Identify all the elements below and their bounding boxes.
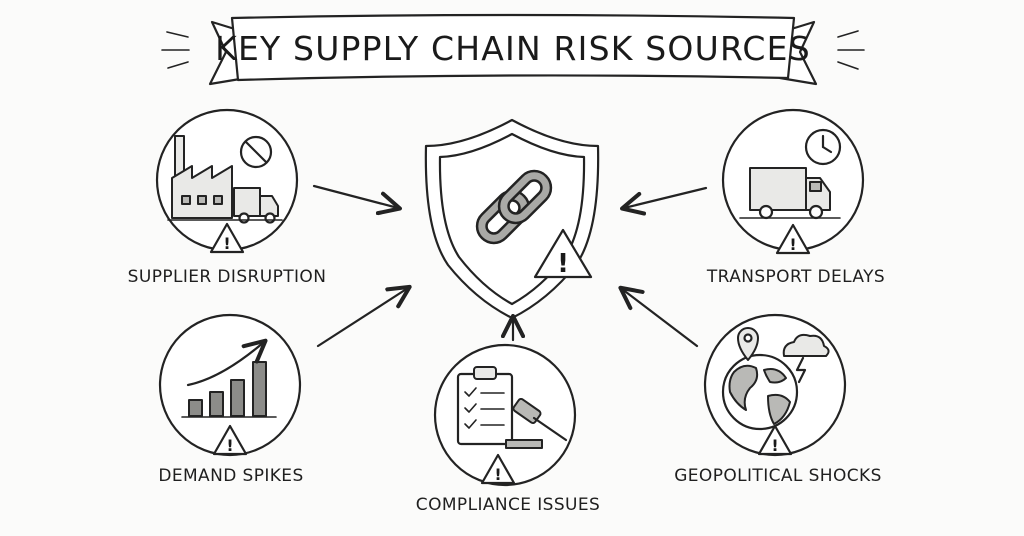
compliance-label: COMPLIANCE ISSUES <box>416 495 600 515</box>
central-shield: ! <box>424 118 600 320</box>
demand-label: DEMAND SPIKES <box>158 466 303 486</box>
svg-text:!: ! <box>789 235 796 254</box>
rising-bar-chart-icon <box>181 338 277 418</box>
banner-accent-marks <box>161 30 865 70</box>
supplier-label: SUPPLIER DISRUPTION <box>128 267 327 287</box>
truck-clock-icon <box>739 128 842 220</box>
globe-storm-pin-icon <box>721 327 830 431</box>
geopolitical-label: GEOPOLITICAL SHOCKS <box>674 466 882 486</box>
risk-demand-spikes: ! DEMAND SPIKES <box>158 313 303 486</box>
svg-text:!: ! <box>557 249 569 279</box>
page-title: KEY SUPPLY CHAIN RISK SOURCES <box>215 29 811 68</box>
central-warning-icon: ! <box>533 228 593 279</box>
compliance-warning-icon: ! <box>480 453 516 485</box>
shield-inner <box>438 132 586 306</box>
geopolitical-warning-icon: ! <box>757 424 793 456</box>
arrows <box>312 184 708 348</box>
supplier-warning-icon: ! <box>209 222 245 254</box>
chain-link-icon <box>475 169 553 245</box>
svg-text:!: ! <box>223 234 230 253</box>
risk-geopolitical-shocks: ! GEOPOLITICAL SHOCKS <box>674 313 882 486</box>
svg-text:!: ! <box>226 436 233 455</box>
risk-transport-delays: ! TRANSPORT DELAYS <box>706 108 885 287</box>
arrow-transport <box>620 186 708 216</box>
svg-text:!: ! <box>771 436 778 455</box>
transport-label: TRANSPORT DELAYS <box>706 267 885 287</box>
risk-supplier-disruption: ! SUPPLIER DISRUPTION <box>128 108 327 287</box>
clipboard-gavel-icon <box>456 366 568 449</box>
arrow-geopolitical <box>618 285 699 348</box>
svg-text:!: ! <box>494 465 501 484</box>
arrow-demand <box>316 284 412 348</box>
transport-warning-icon: ! <box>775 223 811 255</box>
factory-truck-blocked-icon <box>167 135 283 224</box>
demand-warning-icon: ! <box>212 424 248 456</box>
arrow-supplier <box>312 184 402 216</box>
risk-compliance-issues: ! COMPLIANCE ISSUES <box>416 343 600 515</box>
title-banner: KEY SUPPLY CHAIN RISK SOURCES <box>161 13 865 86</box>
banner-ribbon <box>230 13 796 82</box>
